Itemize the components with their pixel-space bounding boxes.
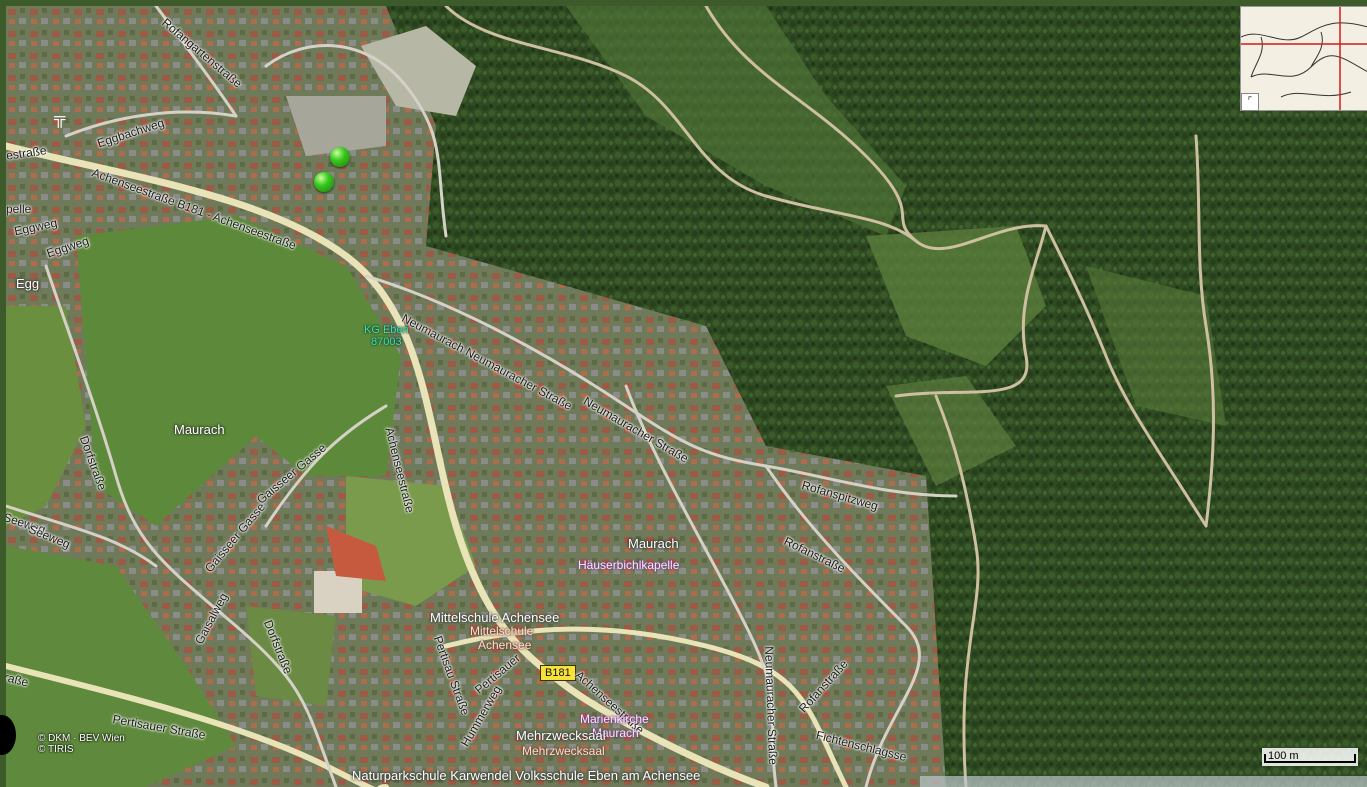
scale-label: 100 m [1268,750,1299,762]
poi-label-mittelschule-sub1: Mittelschule [470,624,534,638]
place-label-maurach-west: Maurach [174,422,225,437]
map-canvas[interactable]: Rofangartenstraße Eggbachweg estraße Ach… [6,6,1367,787]
attribution-line-1: © DKM · BEV Wien [38,733,125,744]
cadastral-number: 87003 [371,336,402,348]
cadastral-label: KG Eben 87003 [364,324,409,348]
poi-label-haeuserbichlkapelle: Häuserbichlkapelle [578,558,680,572]
poi-label-naturparkschule: Naturparkschule Karwendel Volksschule Eb… [352,768,701,783]
scale-bar: 100 m [1262,748,1358,766]
overview-map[interactable] [1240,6,1367,111]
cadastral-name: KG Eben [364,324,409,336]
map-pin-icon: ╦ [54,110,66,127]
status-strip [920,776,1367,787]
road-label-pelle: pelle [6,202,32,216]
poi-label-marienkirche-1: Marienkirche [580,712,649,726]
map-marker[interactable] [314,172,334,192]
navigation-control[interactable] [0,715,16,755]
overview-map-graphic [1241,7,1367,110]
place-label-egg: Egg [16,276,40,291]
poi-label-mehrzwecksaal: Mehrzwecksaal [516,728,606,743]
aerial-imagery [6,6,1367,787]
map-marker[interactable] [330,147,350,167]
scale-bar-line [1264,754,1356,763]
attribution-line-2: © TIRIS [38,744,74,755]
route-shield-b181: B181 [540,665,576,681]
poi-label-mittelschule-sub2: Achensee [478,638,532,652]
place-label-maurach-center: Maurach [628,536,679,551]
map-attribution: © DKM · BEV Wien © TIRIS [38,733,125,755]
poi-label-mehrzwecksaal-sub: Mehrzwecksaal [522,744,605,758]
poi-label-mittelschule: Mittelschule Achensee [430,610,560,625]
collapse-corner-icon[interactable]: ⌜ [1241,93,1259,111]
poi-label-marienkirche-2: Maurach [592,726,639,740]
